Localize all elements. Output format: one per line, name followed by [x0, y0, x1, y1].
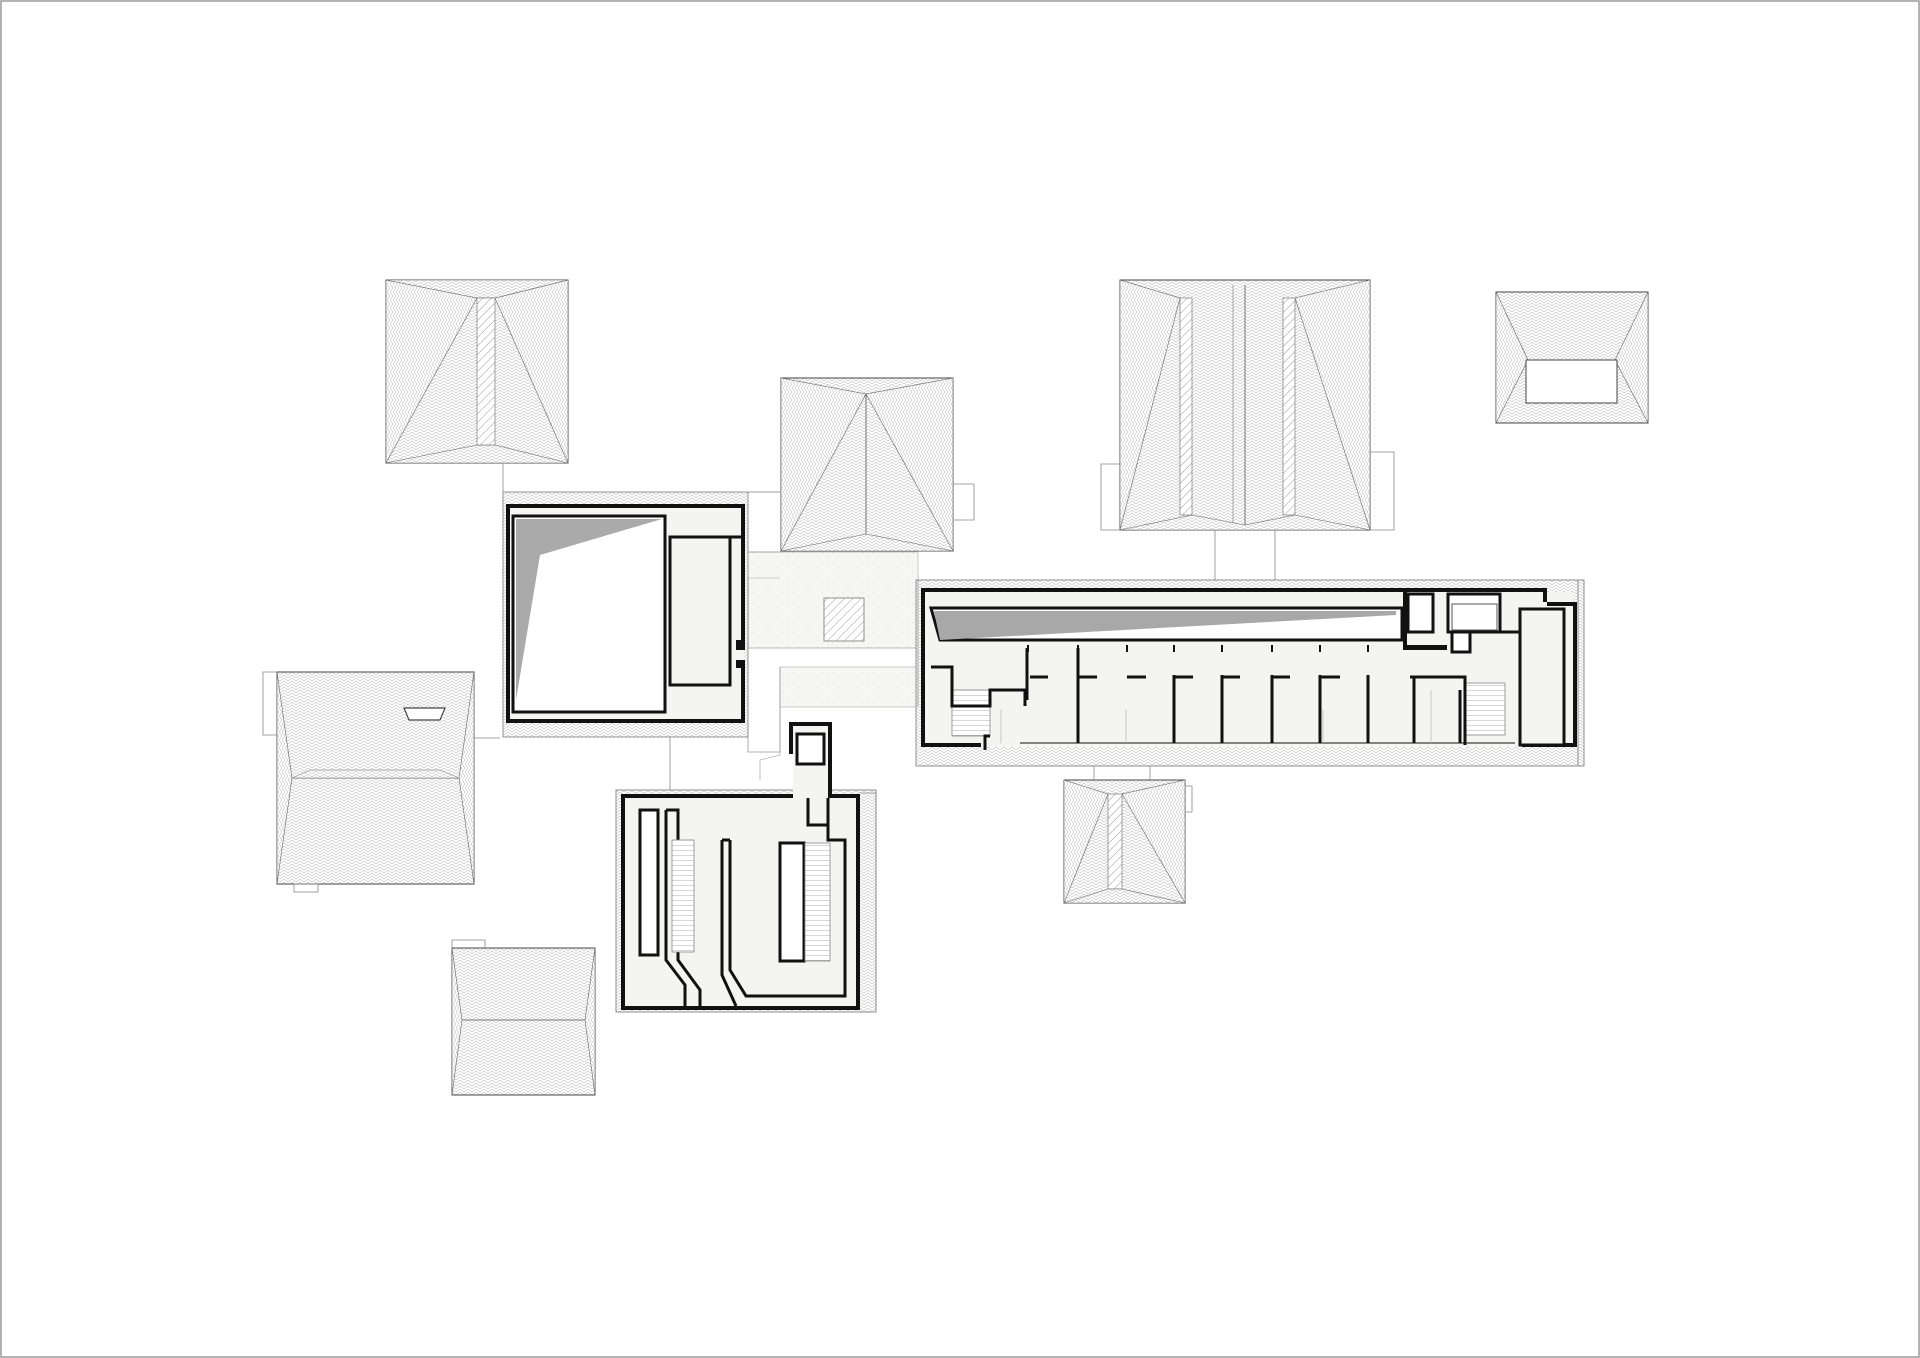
roof-dormer	[403, 707, 446, 721]
courtyard-planter	[823, 597, 865, 642]
roof-far-right	[1495, 291, 1649, 424]
roof-bottom-middle	[1063, 764, 1193, 905]
gallery-void	[934, 611, 1396, 640]
room-partitions	[1025, 648, 1462, 743]
roof-top-right	[1100, 279, 1395, 580]
site-lines	[747, 491, 919, 753]
block-c-internal-walls	[638, 798, 847, 1007]
stair-east	[1464, 682, 1506, 736]
roof-top-left	[385, 279, 569, 492]
window-mullions	[1000, 690, 1432, 743]
skylight-opening	[1525, 359, 1618, 404]
stair-c-left	[671, 839, 695, 953]
building-block-a	[502, 491, 749, 738]
stair-west	[951, 689, 991, 737]
stair-c-right	[804, 842, 831, 962]
corridor-ticks	[1027, 645, 1369, 652]
building-block-b	[915, 579, 1585, 767]
building-block-c	[615, 722, 877, 1013]
courtyard	[747, 551, 919, 780]
atrium-void	[516, 519, 662, 700]
roof-top-middle	[748, 377, 975, 553]
roof-left-middle	[262, 671, 500, 893]
roof-bottom-left	[451, 939, 596, 1096]
